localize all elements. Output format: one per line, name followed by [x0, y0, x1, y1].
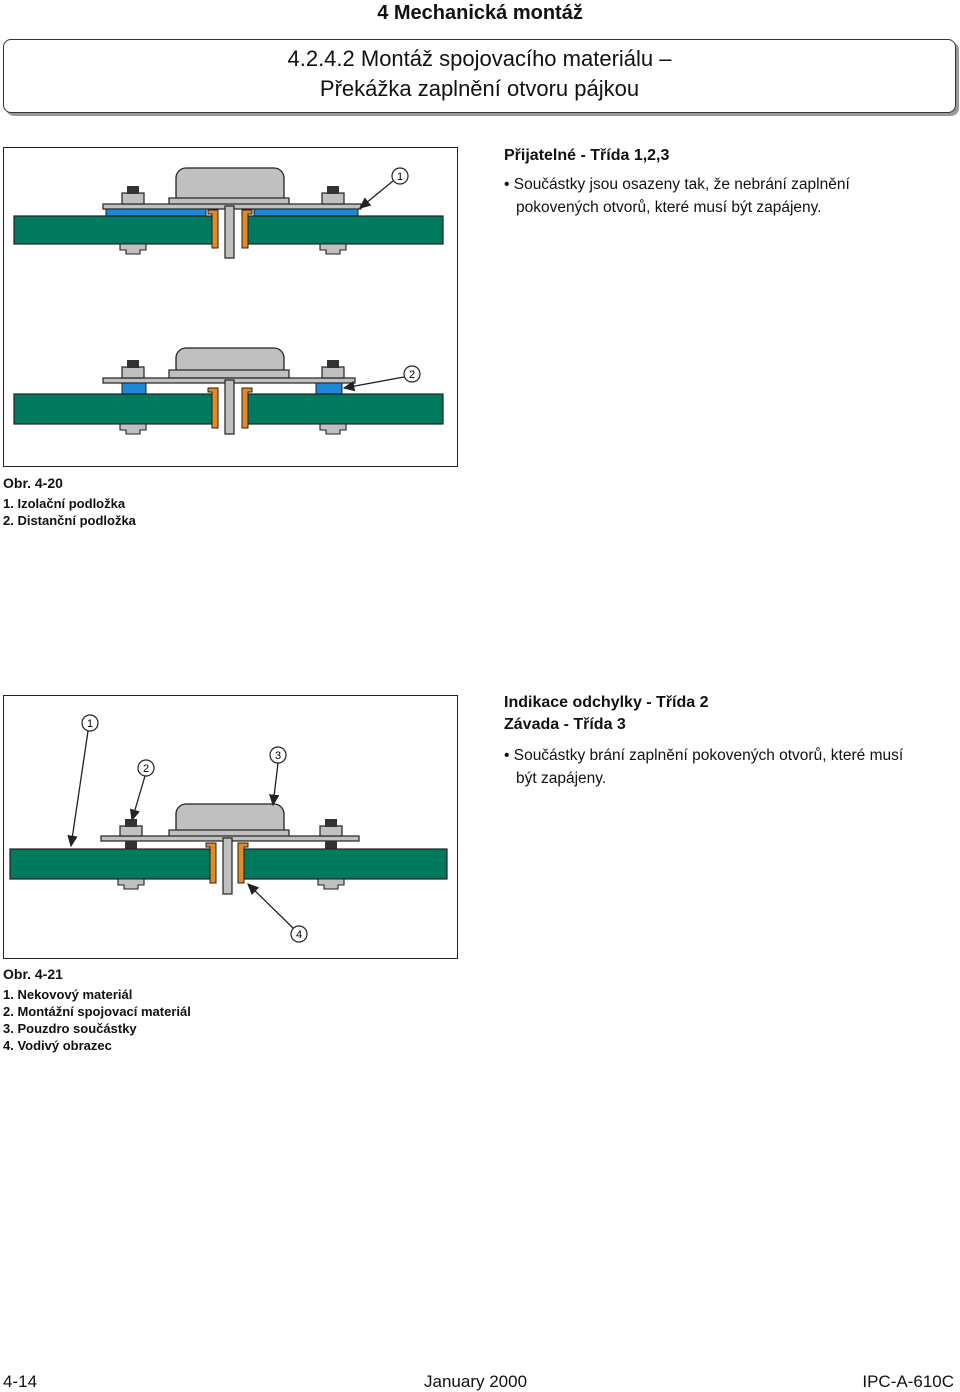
- defect-bullet: • Součástky brání zaplnění pokovených ot…: [504, 747, 904, 764]
- defect-indicator-heading: Indikace odchylky - Třída 2: [504, 694, 709, 711]
- figure-4-20-drawing: 1 2: [13, 167, 444, 435]
- figure-4-21-item-1: 1. Nekovový materiál: [3, 987, 133, 1002]
- callout-1-upper: 1: [397, 171, 403, 183]
- figure-4-21-item-3: 3. Pouzdro součástky: [3, 1021, 137, 1036]
- lower-assembly: [13, 347, 444, 435]
- callout-2: 2: [143, 763, 149, 775]
- upper-assembly: [13, 167, 444, 259]
- footer-document-id: IPC-A-610C: [862, 1372, 954, 1391]
- footer-date: January 2000: [424, 1372, 528, 1391]
- figure-4-21-item-4: 4. Vodivý obrazec: [3, 1038, 112, 1053]
- defect-heading: Závada - Třída 3: [504, 716, 626, 733]
- figure-4-20-item-2: 2. Distanční podložka: [3, 513, 136, 528]
- figure-4-21-caption: Obr. 4-21: [3, 966, 63, 982]
- callout-2-lower: 2: [409, 369, 415, 381]
- figure-4-20: 1 2: [3, 147, 458, 467]
- figure-4-20-caption: Obr. 4-20: [3, 475, 63, 491]
- figure-4-21-item-2: 2. Montážní spojovací materiál: [3, 1004, 191, 1019]
- acceptable-heading: Přijatelné - Třída 1,2,3: [504, 147, 670, 164]
- figure-4-21-drawing: 1 2 3 4: [9, 714, 448, 943]
- title-line-1: 4.2.4.2 Montáž spojovacího materiálu –: [287, 46, 672, 71]
- acceptable-bullet-continued: pokovených otvorů, které musí být zapáje…: [516, 199, 822, 216]
- callout-1: 1: [87, 718, 93, 730]
- defect-bullet-continued: být zapájeny.: [516, 770, 607, 787]
- acceptable-bullet: • Součástky jsou osazeny tak, že nebrání…: [504, 176, 850, 193]
- defect-assembly: [9, 714, 448, 943]
- title-box: 4.2.4.2 Montáž spojovacího materiálu – P…: [3, 39, 956, 113]
- figure-4-21: 1 2 3 4: [3, 695, 458, 959]
- footer-page-number: 4-14: [3, 1372, 38, 1391]
- callout-3: 3: [275, 750, 281, 762]
- section-header: 4 Mechanická montáž: [377, 2, 583, 24]
- callout-4: 4: [296, 929, 302, 941]
- title-line-2: Překážka zaplnění otvoru pájkou: [319, 76, 640, 101]
- figure-4-20-item-1: 1. Izolační podložka: [3, 496, 126, 511]
